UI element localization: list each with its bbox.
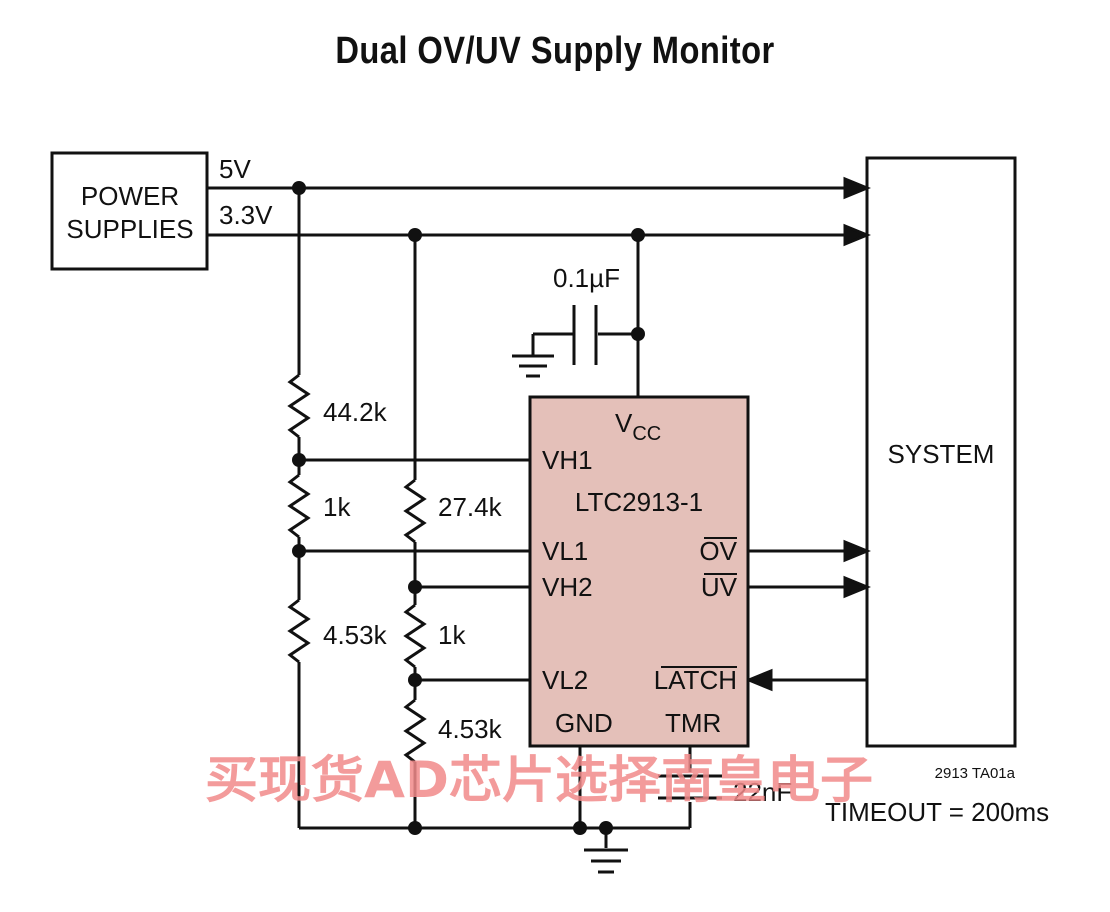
system-box xyxy=(865,156,1017,748)
timeout-label: TIMEOUT = 200ms xyxy=(825,797,1049,827)
rail-5v-label: 5V xyxy=(219,154,251,184)
system-label: SYSTEM xyxy=(888,439,995,469)
power-label-line1: POWER xyxy=(81,181,179,211)
junction-dot xyxy=(573,821,587,835)
diagram-title: Dual OV/UV Supply Monitor xyxy=(335,30,775,72)
resistor-1k-b xyxy=(403,603,427,669)
ic-part-name: LTC2913-1 xyxy=(575,487,703,517)
resistor-1k-a xyxy=(287,473,311,539)
ov-arrow xyxy=(843,539,871,563)
resistor-4k53-b xyxy=(403,698,427,764)
capacitor-top-label: 0.1µF xyxy=(553,263,620,293)
junction-dot xyxy=(292,453,306,467)
power-supplies-box xyxy=(50,151,209,271)
junction-dot xyxy=(408,673,422,687)
timer-capacitor-label: 22nF xyxy=(733,777,792,807)
watermark-text: 买现货AD芯片选择南皇电子 xyxy=(205,751,873,809)
latch-arrow xyxy=(745,668,773,692)
uv-arrow xyxy=(843,575,871,599)
resistor-4k53-a xyxy=(287,598,311,664)
resistor-label-4k53-a: 4.53k xyxy=(323,620,388,650)
ic-body xyxy=(528,395,750,748)
power-label-line2: SUPPLIES xyxy=(66,214,193,244)
ic-pin-vh2: VH2 xyxy=(542,572,593,602)
junction-dot xyxy=(292,181,306,195)
resistor-label-1k-b: 1k xyxy=(438,620,466,650)
resistor-label-44k2: 44.2k xyxy=(323,397,388,427)
resistor-label-4k53-b: 4.53k xyxy=(438,714,503,744)
ic-pin-uv: UV xyxy=(701,572,738,602)
ic-pin-vl2: VL2 xyxy=(542,665,588,695)
figure-id: 2913 TA01a xyxy=(935,765,1016,782)
junction-dot xyxy=(292,544,306,558)
rail-5v-arrow xyxy=(843,176,871,200)
ic-pin-vl1: VL1 xyxy=(542,536,588,566)
resistor-27k4 xyxy=(403,478,427,544)
junction-dot xyxy=(631,327,645,341)
rail-3v3-label: 3.3V xyxy=(219,200,273,230)
resistor-label-1k-a: 1k xyxy=(323,492,351,522)
junction-dot xyxy=(408,580,422,594)
junction-dot xyxy=(631,228,645,242)
junction-dot xyxy=(408,228,422,242)
resistor-44k2 xyxy=(287,373,311,439)
ic-pin-tmr: TMR xyxy=(665,708,721,738)
ic-pin-latch: LATCH xyxy=(654,665,737,695)
ic-pin-ov: OV xyxy=(699,536,737,566)
ic-pin-vh1: VH1 xyxy=(542,445,593,475)
junction-dot xyxy=(408,821,422,835)
rail-3v3-arrow xyxy=(843,223,871,247)
junction-dot xyxy=(599,821,613,835)
ic-vcc-label: VCC xyxy=(615,408,661,445)
resistor-label-27k4: 27.4k xyxy=(438,492,503,522)
ic-pin-gnd: GND xyxy=(555,708,613,738)
